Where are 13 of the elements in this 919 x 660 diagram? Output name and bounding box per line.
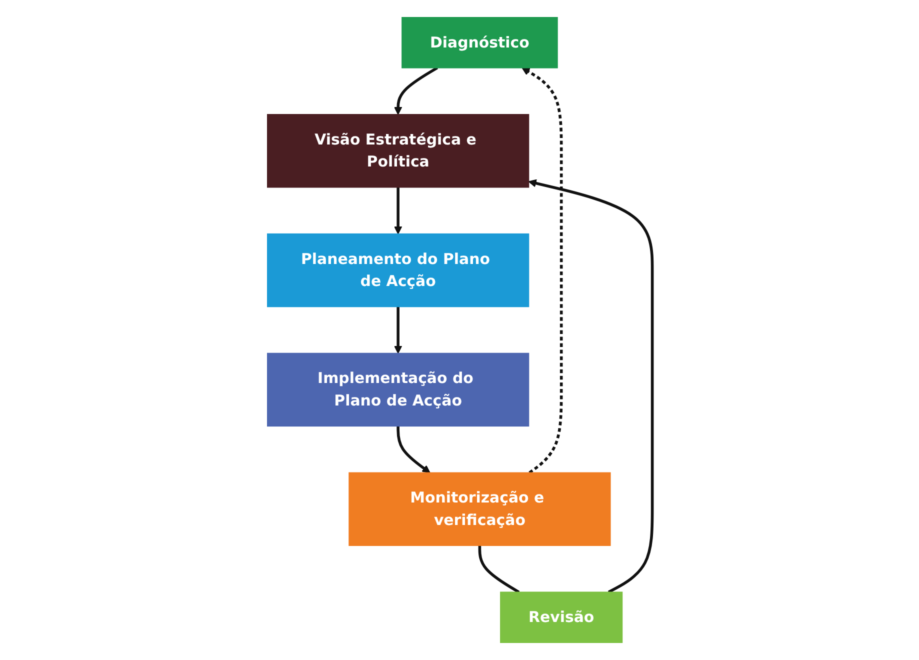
arrow bbox=[394, 306, 402, 354]
node-box: Revisão bbox=[500, 592, 622, 643]
connector bbox=[478, 546, 520, 594]
arrow bbox=[394, 187, 402, 234]
arrow bbox=[394, 66, 438, 115]
arrow bbox=[528, 179, 654, 594]
node-box: Diagnóstico bbox=[401, 17, 558, 68]
node-box: Implementação do Plano de Acção bbox=[266, 352, 529, 427]
node-box: Monitorização e verificação bbox=[348, 472, 610, 546]
node-box: Visão Estratégica e Política bbox=[266, 114, 529, 188]
node-box: Planeamento do Plano de Acção bbox=[266, 233, 529, 308]
arrow bbox=[521, 67, 562, 474]
arrow bbox=[396, 426, 430, 474]
